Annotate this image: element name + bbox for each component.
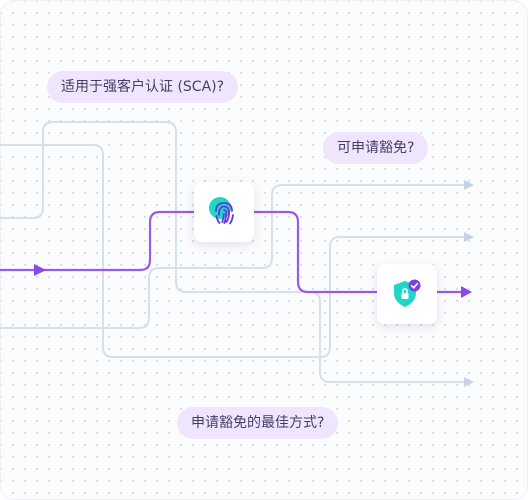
arrow-head-bottom (464, 377, 474, 387)
active-arrow-exit (461, 286, 472, 298)
active-arrow-entry (34, 264, 46, 276)
question-exemption-text: 可申请豁免? (337, 140, 415, 156)
arrow-head-mid (464, 232, 474, 242)
question-exemption-pill: 可申请豁免? (323, 132, 429, 164)
route-line-c (0, 184, 467, 329)
authentication-node (194, 182, 254, 242)
exemption-node (377, 264, 437, 324)
arrow-head-top (464, 180, 474, 190)
question-best-method-text: 申请豁免的最佳方式? (191, 415, 325, 431)
route-line-b (0, 144, 467, 358)
fingerprint-icon (209, 197, 234, 225)
route-line-a (0, 121, 467, 383)
question-sca-text: 适用于强客户认证 (SCA)? (61, 79, 225, 95)
question-sca-pill: 适用于强客户认证 (SCA)? (47, 71, 239, 103)
question-best-method-pill: 申请豁免的最佳方式? (177, 407, 339, 439)
shield-lock-check-icon (394, 279, 421, 307)
